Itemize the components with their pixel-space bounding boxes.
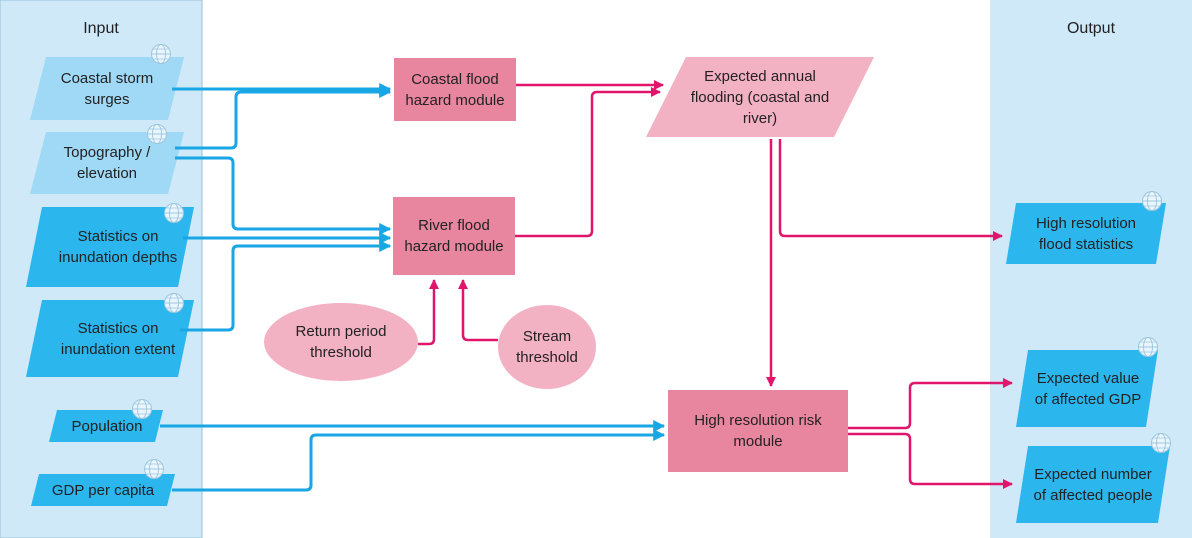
high-resolution-risk-module: High resolution risk module: [694, 412, 822, 450]
stream-ellipse: [498, 305, 596, 389]
input-panel-title: Input: [83, 20, 119, 37]
arrow-topography-to-river: [175, 156, 392, 235]
globe-icon: [164, 203, 184, 223]
river-flood-hazard-module: River flood hazard module: [404, 217, 504, 255]
input-arrows: [160, 83, 666, 492]
input-shape-coastal-storm-surges: [30, 57, 184, 120]
return-period-ellipse: [264, 303, 418, 381]
output-panel-title: Output: [1066, 20, 1116, 37]
globe-icon: [1151, 433, 1171, 453]
globe-icon: [132, 399, 152, 419]
expected-annual-flooding: Expected annual flooding (coastal and ri…: [690, 67, 830, 127]
globe-icon: [164, 293, 184, 313]
input-coastal-storm-surges: Coastal storm surges: [60, 69, 154, 108]
input-inundation-extent: Statistics on inundation extent: [60, 319, 176, 358]
input-shape-topography: [30, 132, 184, 194]
process-arrows: [418, 80, 1013, 489]
river-module-box: [393, 197, 515, 275]
arrow-extent-to-river: [180, 240, 392, 332]
globe-icon: [147, 124, 167, 144]
coastal-flood-hazard-module: Coastal flood hazard module: [405, 70, 505, 109]
globe-icon: [144, 459, 164, 479]
input-gdp-per-capita: GDP per capita: [51, 481, 155, 499]
risk-module-box: [668, 390, 848, 472]
arrow-risk-to-people: [848, 432, 1013, 489]
input-shape-inundation-extent: [26, 300, 194, 377]
arrow-return-period-to-river: [418, 279, 439, 346]
input-inundation-depths: Statistics on inundation depths: [58, 228, 178, 266]
output-flood-statistics: High resolution flood statistics: [1035, 214, 1137, 253]
input-shape-population: [49, 410, 163, 442]
output-shape-flood-statistics: [1006, 203, 1166, 264]
globe-icon: [151, 44, 171, 64]
output-shape-affected-people: [1016, 446, 1170, 523]
input-shape-inundation-depths: [26, 207, 194, 287]
arrow-risk-to-gdp: [848, 378, 1013, 430]
output-shape-affected-gdp: [1016, 350, 1158, 427]
globe-icon: [1138, 337, 1158, 357]
input-population: Population: [71, 417, 143, 435]
expected-flooding-shape: [646, 57, 874, 137]
output-affected-gdp: Expected value of affected GDP: [1034, 369, 1142, 408]
arrow-river-to-flooding: [515, 87, 661, 238]
arrow-stream-to-river: [458, 279, 498, 342]
input-topography-elevation: Topography / elevation: [63, 144, 151, 182]
input-shape-gdp-per-capita: [31, 474, 175, 506]
stream-threshold: Stream threshold: [516, 328, 578, 366]
globe-icon: [1142, 191, 1162, 211]
arrow-flooding-to-stats: [778, 139, 1003, 241]
output-affected-people: Expected number of affected people: [1033, 465, 1153, 504]
arrow-topography-to-coastal: [175, 86, 392, 150]
coastal-module-box: [394, 58, 516, 121]
arrow-gdp-to-risk: [172, 429, 666, 492]
return-period-threshold: Return period threshold: [295, 323, 387, 361]
